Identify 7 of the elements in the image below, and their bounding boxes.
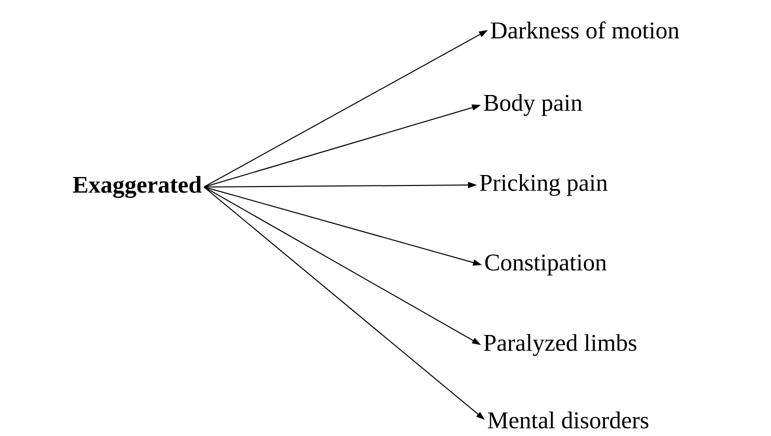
target-label: Paralyzed limbs [484,334,636,356]
target-label: Mental disorders [488,412,648,428]
target-label: Darkness of motion [490,21,680,39]
target-label: Pricking pain [480,174,608,196]
source-label: Exaggerated [72,176,202,198]
target-label: Body pain [484,94,582,116]
target-label: Constipation [485,254,607,276]
